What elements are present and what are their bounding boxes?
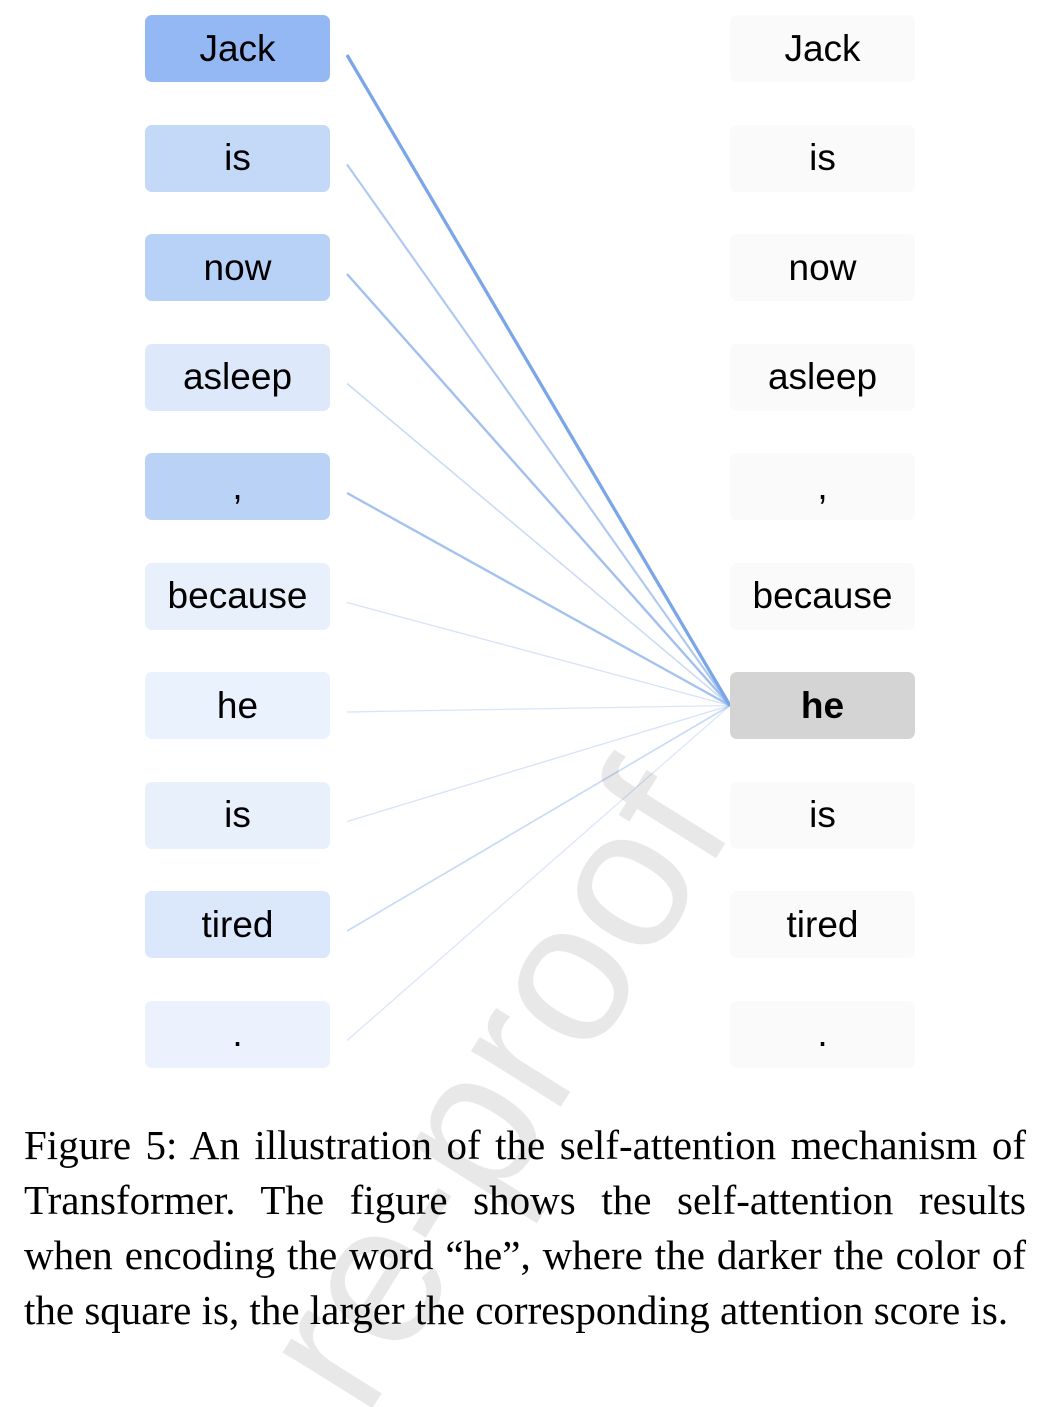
target-token-8: tired: [730, 891, 915, 958]
attention-lines: [345, 54, 732, 1041]
source-token-label: .: [232, 1013, 243, 1054]
target-token-5: because: [730, 562, 915, 630]
target-token-label: .: [817, 1013, 828, 1054]
target-token-3: asleep: [730, 343, 915, 411]
target-token-focus: he: [730, 672, 915, 739]
source-token-5: because: [145, 562, 330, 630]
source-token-3: asleep: [145, 343, 330, 411]
target-token-label: Jack: [784, 27, 861, 69]
target-token-label: is: [809, 794, 836, 835]
target-token-label: asleep: [767, 356, 878, 397]
source-token-label: ,: [232, 465, 243, 507]
attention-line-6: [346, 704, 731, 713]
figure-caption: Figure 5: An illustration of the self-at…: [24, 1122, 1026, 1333]
source-token-label: he: [216, 684, 259, 726]
source-token-1: is: [145, 124, 330, 192]
attention-line-8: [346, 704, 731, 932]
source-token-label: Jack: [199, 27, 276, 69]
source-token-label: is: [224, 794, 251, 835]
target-token-4: ,: [730, 453, 915, 520]
target-token-2: now: [730, 234, 915, 301]
source-token-label: is: [224, 137, 251, 178]
target-token-9: .: [730, 1000, 915, 1068]
attention-line-5: [346, 601, 731, 707]
target-token-label: now: [788, 246, 857, 288]
target-token-label: is: [809, 137, 836, 178]
source-token-2: now: [145, 234, 330, 301]
source-token-0: Jack: [145, 15, 330, 82]
source-token-label: because: [167, 575, 308, 616]
source-token-4: ,: [145, 453, 330, 520]
source-token-9: .: [145, 1000, 330, 1068]
target-token-0: Jack: [730, 15, 915, 82]
attention-line-3: [346, 382, 731, 707]
source-token-7: is: [145, 781, 330, 849]
target-token-label: ,: [817, 465, 828, 507]
target-token-label: tired: [786, 903, 859, 945]
source-token-label: now: [203, 246, 272, 288]
attention-line-2: [346, 273, 731, 707]
attention-line-4: [346, 491, 731, 707]
target-token-7: is: [730, 781, 915, 849]
attention-line-7: [346, 704, 731, 823]
attention-line-1: [346, 163, 731, 707]
source-token-6: he: [145, 672, 330, 739]
source-token-8: tired: [145, 891, 330, 958]
attention-line-0: [345, 54, 732, 707]
target-token-1: is: [730, 124, 915, 192]
source-token-label: asleep: [182, 356, 293, 397]
source-token-label: tired: [201, 903, 274, 945]
attention-line-9: [346, 705, 731, 1041]
target-token-label: he: [800, 684, 845, 726]
attention-diagram: Jack is now asleep, because he is tired. Jack is…: [145, 15, 915, 1068]
target-token-label: because: [752, 575, 893, 616]
